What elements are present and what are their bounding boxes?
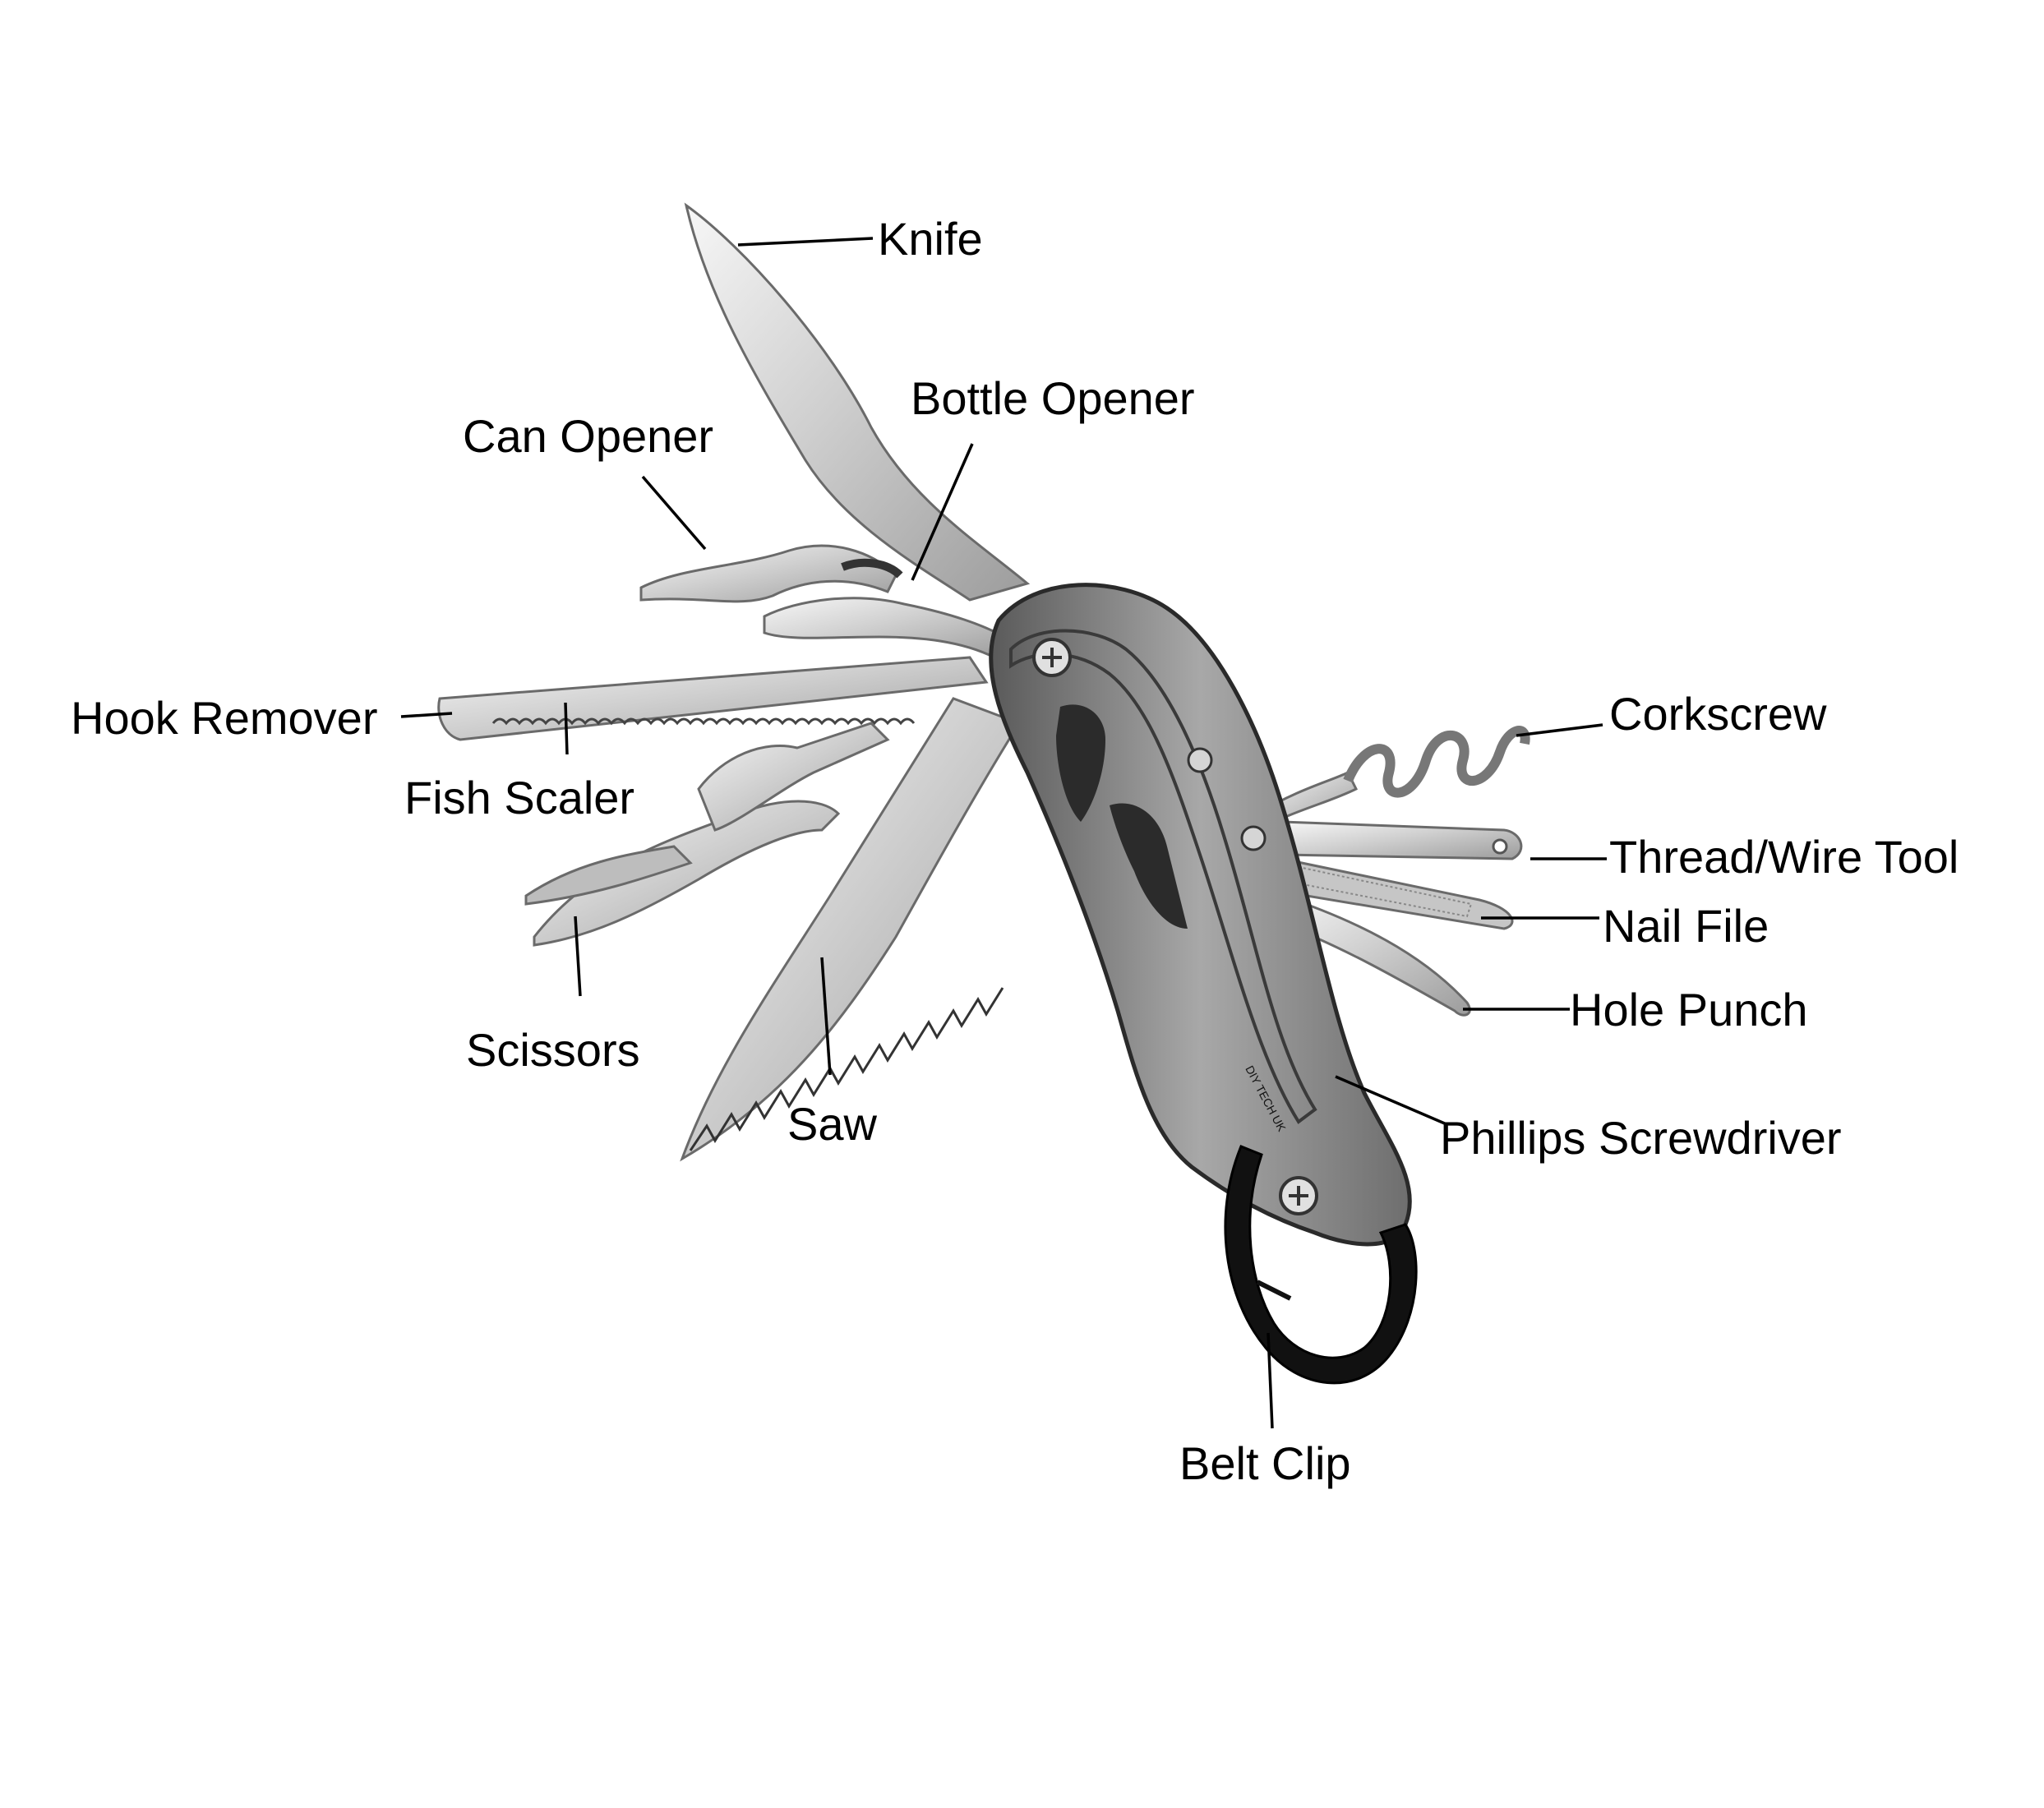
knife-blade bbox=[684, 202, 1031, 602]
leader-fish-scaler bbox=[564, 702, 569, 755]
label-corkscrew: Corkscrew bbox=[1609, 688, 1827, 740]
label-nail-file: Nail File bbox=[1603, 900, 1769, 952]
label-thread-wire-tool: Thread/Wire Tool bbox=[1609, 831, 1959, 883]
label-saw: Saw bbox=[787, 1098, 877, 1150]
thread-wire-tool-blade bbox=[1280, 820, 1523, 860]
bottle-opener-blade bbox=[763, 597, 1013, 659]
leader-belt-clip bbox=[1267, 1332, 1274, 1429]
leader-lines bbox=[400, 237, 1607, 1429]
screw-lower bbox=[1240, 825, 1267, 851]
label-hook-remover: Hook Remover bbox=[71, 692, 377, 744]
label-can-opener: Can Opener bbox=[463, 410, 713, 462]
handle bbox=[989, 583, 1412, 1247]
labels: Knife Bottle Opener Can Opener Hook Remo… bbox=[71, 213, 1959, 1489]
label-scissors: Scissors bbox=[466, 1024, 640, 1076]
leader-saw bbox=[820, 957, 832, 1076]
scissors-blade bbox=[533, 800, 841, 947]
leader-phillips-screwdriver bbox=[1335, 1075, 1447, 1126]
label-bottle-opener: Bottle Opener bbox=[911, 372, 1195, 424]
label-fish-scaler: Fish Scaler bbox=[404, 772, 634, 823]
can-opener-blade bbox=[639, 544, 897, 603]
leader-bottle-opener bbox=[911, 443, 974, 581]
belt-clip bbox=[1224, 1145, 1418, 1385]
label-phillips-screwdriver: Phillips Screwdriver bbox=[1440, 1112, 1842, 1164]
leader-scissors bbox=[574, 916, 582, 997]
label-belt-clip: Belt Clip bbox=[1179, 1437, 1351, 1489]
label-hole-punch: Hole Punch bbox=[1570, 984, 1808, 1035]
leader-knife bbox=[737, 237, 874, 247]
leader-can-opener bbox=[641, 475, 707, 551]
leader-corkscrew bbox=[1516, 723, 1603, 737]
fish-scaler-blade bbox=[437, 656, 989, 741]
leader-hook-remover bbox=[400, 712, 453, 718]
label-knife: Knife bbox=[878, 213, 983, 265]
hole-punch-blade bbox=[1272, 894, 1471, 1017]
screw-middle bbox=[1187, 747, 1213, 773]
multitool-illustration: DIY TECH UK bbox=[437, 202, 1530, 1385]
handle-grip-insert bbox=[1056, 704, 1105, 822]
